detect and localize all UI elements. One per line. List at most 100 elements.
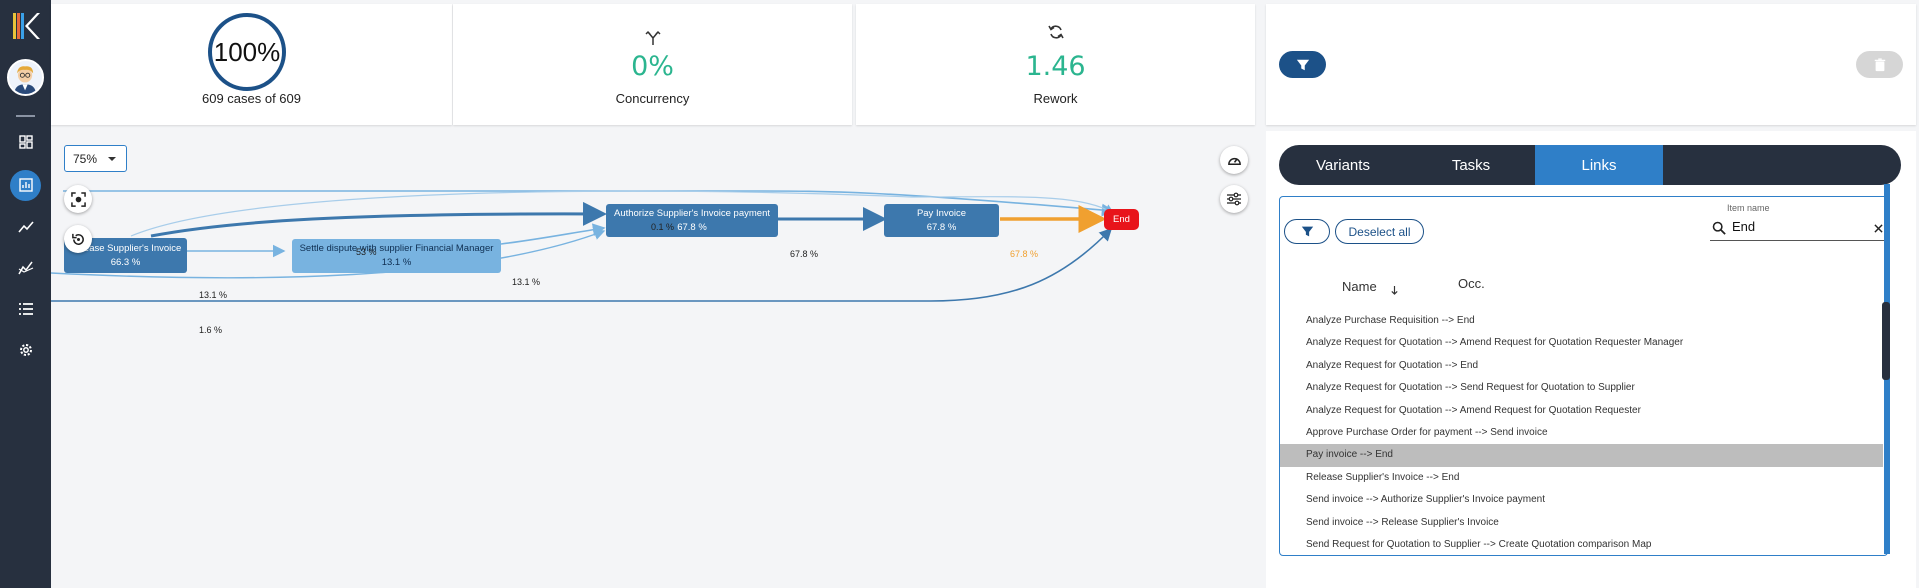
map-settings-button[interactable] bbox=[1220, 185, 1248, 213]
rework-cycle-icon bbox=[1047, 25, 1064, 39]
search-input[interactable] bbox=[1732, 219, 1862, 234]
filter-button[interactable] bbox=[1279, 51, 1326, 78]
edge-label-settle-authorize: 13.1 % bbox=[512, 277, 541, 287]
edge-release-end bbox=[130, 190, 1115, 237]
cases-ring: 100% bbox=[208, 13, 286, 91]
column-header-name[interactable]: Name bbox=[1342, 279, 1398, 295]
trend-line-icon bbox=[17, 221, 34, 233]
performance-view-button[interactable] bbox=[1220, 146, 1248, 174]
list-item[interactable]: Send invoice --> Authorize Supplier's In… bbox=[1306, 494, 1545, 506]
fit-view-button[interactable] bbox=[64, 185, 92, 213]
user-avatar[interactable] bbox=[7, 59, 44, 96]
edge-top-loop bbox=[63, 190, 1115, 217]
app-logo-icon[interactable] bbox=[12, 12, 40, 40]
list-scrollbar-thumb[interactable] bbox=[1882, 302, 1890, 380]
kpi-card-cases: 100% 609 cases of 609 bbox=[51, 4, 452, 125]
node-pay-name: Pay Invoice bbox=[916, 207, 967, 219]
concurrency-value: 0% bbox=[631, 51, 674, 82]
panel-tabs: Variants Tasks Links bbox=[1279, 145, 1901, 185]
edge-label-release-settle: 13.1 % bbox=[199, 290, 228, 300]
nav-process-map[interactable] bbox=[0, 169, 51, 201]
node-settle-pct: 13.1 % bbox=[381, 257, 412, 268]
process-map-edges bbox=[51, 190, 1115, 302]
nav-settings[interactable] bbox=[0, 334, 51, 366]
trash-icon bbox=[1874, 57, 1885, 71]
edge-label-release-end: 0.1 % bbox=[651, 222, 675, 232]
fork-icon bbox=[644, 30, 661, 45]
links-list: Analyze Purchase Requisition --> End Ana… bbox=[1280, 310, 1883, 555]
node-pay-invoice[interactable]: Pay Invoice 67.8 % bbox=[884, 204, 999, 237]
chart-box-icon bbox=[18, 178, 33, 192]
sort-arrow-down-icon bbox=[1391, 286, 1398, 295]
node-settle-dispute[interactable]: Settle dispute with supplier Financial M… bbox=[292, 239, 501, 273]
filter-icon bbox=[1301, 226, 1313, 237]
search-field bbox=[1710, 215, 1887, 241]
rotate-reset-icon bbox=[71, 233, 84, 245]
filter-icon bbox=[1296, 59, 1309, 70]
zoom-value: 75% bbox=[73, 151, 98, 166]
kpi-card-rework: 1.46 Rework bbox=[856, 4, 1255, 125]
deselect-all-button[interactable]: Deselect all bbox=[1335, 219, 1424, 244]
process-map-canvas[interactable]: Release Supplier's Invoice 66.3 % Settle… bbox=[51, 131, 1257, 588]
list-item[interactable]: Release Supplier's Invoice --> End bbox=[1306, 471, 1460, 483]
edge-label-release-authorize: 53 % bbox=[356, 247, 377, 257]
edge-bottom-authorize bbox=[51, 229, 606, 279]
node-authorize-pct: 67.8 % bbox=[677, 221, 707, 233]
edge-release-authorize bbox=[150, 201, 607, 238]
rework-value: 1.46 bbox=[1025, 51, 1086, 82]
zoom-select[interactable]: 75% bbox=[64, 145, 127, 172]
nav-dashboard[interactable] bbox=[0, 126, 51, 158]
search-icon bbox=[1712, 221, 1726, 235]
details-panel: Variants Tasks Links Deselect all Item n… bbox=[1266, 131, 1916, 588]
list-item[interactable]: Analyze Request for Quotation --> Amend … bbox=[1306, 337, 1684, 349]
column-name-label: Name bbox=[1342, 279, 1377, 294]
tab-links[interactable]: Links bbox=[1535, 145, 1663, 185]
node-end-name: End bbox=[1113, 213, 1130, 225]
sliders-icon bbox=[1227, 192, 1241, 206]
chevron-down-icon bbox=[108, 156, 117, 161]
dashboard-icon bbox=[18, 135, 33, 149]
cases-label: 609 cases of 609 bbox=[201, 91, 302, 106]
edge-bottom-loop bbox=[51, 227, 1113, 302]
list-item[interactable]: Analyze Request for Quotation --> Send R… bbox=[1306, 382, 1635, 394]
node-release-name: Release Supplier's Invoice bbox=[69, 242, 182, 254]
gear-icon bbox=[19, 344, 32, 356]
links-list-box: Deselect all Item name Name Occ. Analyze… bbox=[1279, 196, 1888, 556]
close-icon[interactable] bbox=[1874, 224, 1883, 233]
kpi-card-concurrency: 0% Concurrency bbox=[453, 4, 852, 125]
list-item[interactable]: Approve Purchase Order for payment --> S… bbox=[1306, 426, 1548, 438]
list-item[interactable]: Analyze Request for Quotation --> End bbox=[1306, 359, 1479, 371]
clear-filters-button[interactable] bbox=[1856, 51, 1903, 78]
node-settle-name: Settle dispute with supplier Financial M… bbox=[299, 243, 494, 254]
list-item[interactable]: Analyze Purchase Requisition --> End bbox=[1306, 315, 1475, 326]
node-authorize-name: Authorize Supplier's Invoice payment bbox=[613, 207, 770, 219]
nav-analytics[interactable] bbox=[0, 252, 51, 284]
list-item[interactable]: Analyze Request for Quotation --> Amend … bbox=[1306, 404, 1641, 416]
edge-label-bottom: 1.6 % bbox=[199, 325, 223, 335]
tab-variants[interactable]: Variants bbox=[1316, 156, 1370, 174]
node-pay-pct: 67.8 % bbox=[926, 221, 957, 233]
nav-trends[interactable] bbox=[0, 211, 51, 243]
node-release-pct: 66.3 % bbox=[110, 256, 141, 268]
reset-view-button[interactable] bbox=[64, 225, 92, 253]
analytics-icon bbox=[17, 261, 33, 275]
sidebar bbox=[0, 0, 51, 588]
node-end[interactable]: End bbox=[1104, 209, 1139, 230]
list-icon bbox=[18, 303, 33, 315]
node-authorize-payment[interactable]: Authorize Supplier's Invoice payment 67.… bbox=[606, 204, 778, 237]
focus-frame-icon bbox=[70, 191, 86, 207]
filter-panel bbox=[1266, 4, 1916, 125]
list-item-selected[interactable]: Pay invoice --> End bbox=[1280, 444, 1883, 467]
speedometer-icon bbox=[1227, 157, 1241, 165]
list-item[interactable]: Send invoice --> Release Supplier's Invo… bbox=[1306, 516, 1499, 528]
nav-list[interactable] bbox=[0, 293, 51, 325]
tab-tasks[interactable]: Tasks bbox=[1451, 156, 1491, 174]
edge-label-pay-end: 67.8 % bbox=[1010, 249, 1039, 259]
rework-label: Rework bbox=[1033, 91, 1078, 106]
list-filter-button[interactable] bbox=[1284, 219, 1330, 244]
edge-label-authorize-pay: 67.8 % bbox=[790, 249, 819, 259]
sidebar-divider bbox=[16, 115, 35, 117]
list-item[interactable]: Send Request for Quotation to Supplier -… bbox=[1306, 538, 1652, 550]
search-label: Item name bbox=[1727, 203, 1770, 213]
column-header-occ[interactable]: Occ. bbox=[1458, 276, 1485, 291]
